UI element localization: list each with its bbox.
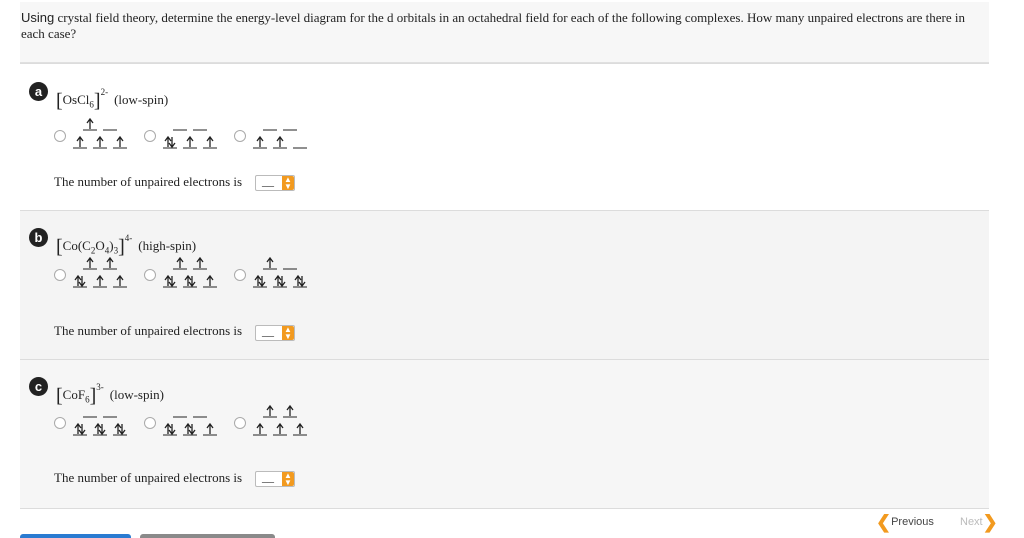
part-a-opt1-t2g-3: [113, 135, 127, 149]
part-b-opt2-t2g-3: [203, 274, 217, 288]
part-c: c [CoF6]3-(low-spin) The number of unpai…: [20, 359, 989, 509]
chevron-left-icon: ❮: [876, 512, 892, 532]
part-c-opt3-eg-2: [283, 404, 297, 418]
orbital-diagrams-a: [54, 117, 307, 149]
part-c-formula: [CoF6]3-(low-spin): [56, 382, 164, 407]
dropdown-arrow-icon: ▲▼: [282, 326, 294, 341]
part-b-opt2-t2g-1: [163, 274, 177, 288]
part-b-opt1-eg-2: [103, 256, 117, 270]
part-b-opt2-t2g-2: [183, 274, 197, 288]
part-c-number-label: The number of unpaired electrons is: [54, 470, 243, 485]
part-b-radio-3[interactable]: [234, 269, 246, 281]
part-a-opt1-t2g-2: [93, 135, 107, 149]
part-c-dropdown[interactable]: __▲▼: [255, 470, 295, 487]
secondary-button[interactable]: [140, 534, 275, 538]
part-a-spin: (low-spin): [114, 92, 169, 107]
part-b-dropdown[interactable]: __▲▼: [255, 324, 295, 341]
part-b-badge: b: [29, 228, 48, 247]
part-c-radio-1[interactable]: [54, 417, 66, 429]
part-a-formula: [OsCl6]2-(low-spin): [56, 87, 169, 112]
orbital-diagrams-b: [54, 256, 307, 288]
dropdown-arrow-icon: ▲▼: [282, 176, 294, 191]
part-a-opt2-t2g-2: [183, 135, 197, 149]
next-button[interactable]: Next❯: [960, 512, 998, 532]
submit-button[interactable]: [20, 534, 131, 538]
part-c-opt3-eg-1: [263, 404, 277, 418]
part-b-number-label: The number of unpaired electrons is: [54, 323, 243, 338]
previous-button[interactable]: ❮Previous: [876, 512, 934, 532]
part-b-opt2-eg-1: [173, 256, 187, 270]
question-body: crystal field theory, determine the ener…: [21, 10, 965, 41]
part-b-charge: 4-: [124, 233, 133, 243]
part-c-opt1-t2g-1: [73, 422, 87, 436]
part-a-opt1-eg-1: [83, 117, 97, 131]
part-b-opt1-eg-1: [83, 256, 97, 270]
part-b-radio-1[interactable]: [54, 269, 66, 281]
part-a-dropdown[interactable]: __▲▼: [255, 174, 295, 191]
part-c-opt1-t2g-3: [113, 422, 127, 436]
question-text: Using crystal field theory, determine th…: [21, 10, 981, 42]
part-c-radio-2[interactable]: [144, 417, 156, 429]
part-c-charge: 3-: [96, 382, 104, 392]
part-a-opt3-t2g-1: [253, 135, 267, 149]
part-a-opt2-t2g-3: [203, 135, 217, 149]
part-b-opt1-t2g-3: [113, 274, 127, 288]
question-header: [20, 2, 989, 63]
part-b-opt1-t2g-1: [73, 274, 87, 288]
part-b-opt3-t2g-2: [273, 274, 287, 288]
part-b-radio-2[interactable]: [144, 269, 156, 281]
part-c-opt3-t2g-1: [253, 422, 267, 436]
part-a-radio-2[interactable]: [144, 130, 156, 142]
part-a-charge: 2-: [100, 87, 109, 97]
part-a-opt1-t2g-1: [73, 135, 87, 149]
part-a-badge: a: [29, 82, 48, 101]
part-c-opt2-t2g-1: [163, 422, 177, 436]
part-b: b [Co(C2O4)3]4-(high-spin) The number of…: [20, 210, 989, 360]
part-c-opt2-t2g-3: [203, 422, 217, 436]
part-c-badge: c: [29, 377, 48, 396]
part-c-opt3-t2g-3: [293, 422, 307, 436]
part-a-opt3-t2g-2: [273, 135, 287, 149]
part-b-opt2-eg-2: [193, 256, 207, 270]
part-b-spin: (high-spin): [138, 238, 197, 253]
part-c-radio-3[interactable]: [234, 417, 246, 429]
part-a-radio-3[interactable]: [234, 130, 246, 142]
part-a-number-label: The number of unpaired electrons is: [54, 174, 243, 189]
part-a-radio-1[interactable]: [54, 130, 66, 142]
part-c-opt2-t2g-2: [183, 422, 197, 436]
part-c-opt1-t2g-2: [93, 422, 107, 436]
question-lead: Using: [21, 10, 55, 25]
chevron-right-icon: ❯: [982, 512, 998, 532]
part-b-opt3-eg-1: [263, 256, 277, 270]
part-b-opt3-t2g-3: [293, 274, 307, 288]
part-b-formula: [Co(C2O4)3]4-(high-spin): [56, 233, 197, 258]
orbital-diagrams-c: [54, 404, 307, 436]
dropdown-arrow-icon: ▲▼: [282, 472, 294, 487]
part-b-opt1-t2g-2: [93, 274, 107, 288]
part-c-opt3-t2g-2: [273, 422, 287, 436]
part-a-opt2-t2g-1: [163, 135, 177, 149]
part-b-opt3-t2g-1: [253, 274, 267, 288]
part-a: a [OsCl6]2-(low-spin) The number of unpa…: [20, 63, 989, 211]
part-c-spin: (low-spin): [109, 387, 164, 402]
